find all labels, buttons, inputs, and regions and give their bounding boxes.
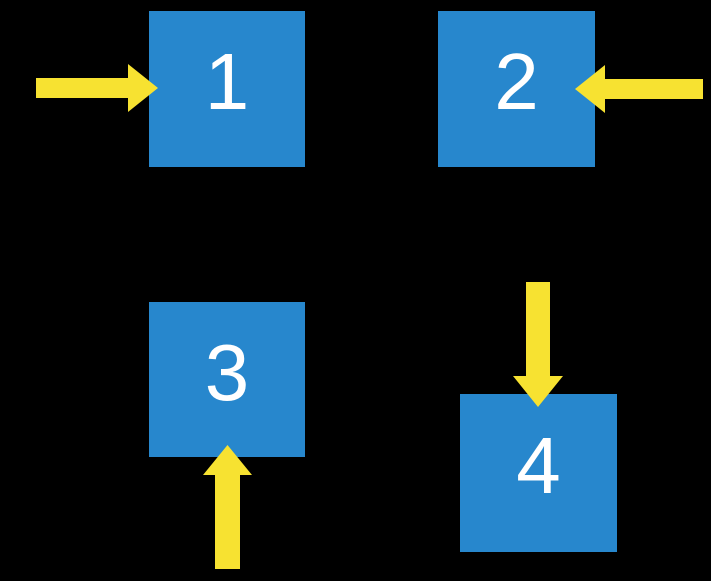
square-1-label: 1 — [204, 37, 250, 126]
square-3: 3 — [149, 302, 305, 457]
down-arrow-icon — [513, 282, 563, 407]
square-3-label: 3 — [204, 327, 250, 417]
right-arrow-icon — [36, 64, 158, 112]
square-2: 2 — [438, 11, 595, 167]
square-4: 4 — [460, 394, 617, 552]
up-arrow-icon — [203, 445, 252, 569]
square-2-label: 2 — [494, 37, 539, 126]
square-4-label: 4 — [516, 421, 561, 510]
left-arrow-icon — [575, 65, 703, 113]
square-1: 1 — [149, 11, 305, 167]
